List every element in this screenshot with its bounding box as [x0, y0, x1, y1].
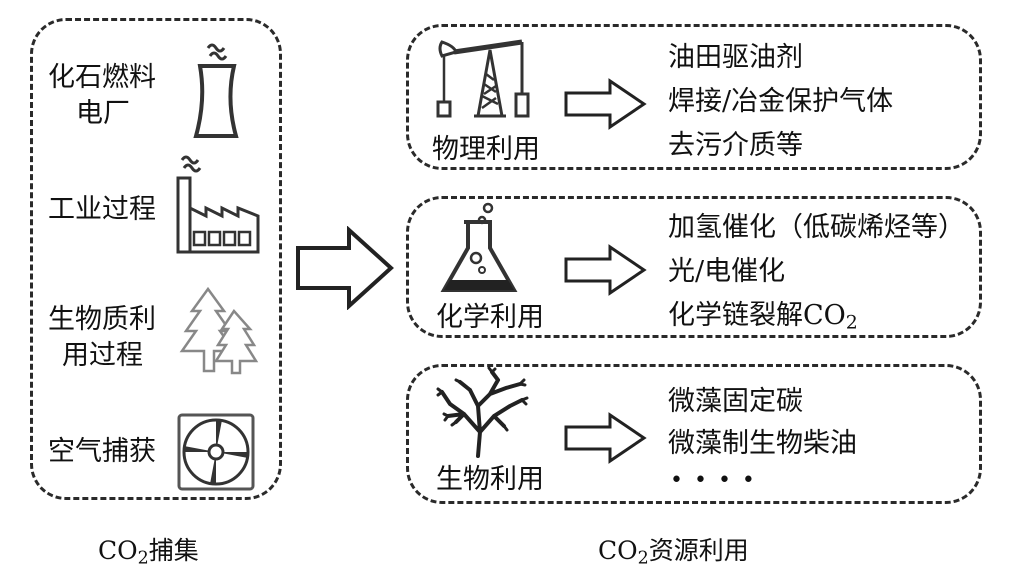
cooling-tower-icon	[193, 43, 239, 138]
physical-utilization-box	[406, 24, 982, 170]
big-arrow-icon	[296, 226, 394, 310]
utilization-caption-co: CO	[598, 536, 638, 565]
source-air-capture: 空气捕获	[48, 436, 156, 467]
biological-label: 生物利用	[436, 464, 544, 495]
chemical-item-1: 加氢催化（低碳烯烃等）	[668, 212, 965, 243]
chemical-utilization-box	[406, 196, 982, 338]
biological-item-ellipsis: • • • •	[670, 468, 757, 493]
utilization-caption: CO2资源利用	[598, 531, 749, 568]
physical-item-3: 去污介质等	[668, 130, 803, 161]
utilization-caption-suffix: 资源利用	[648, 536, 749, 565]
chemical-item-3-subscript: 2	[845, 311, 858, 334]
capture-caption-subscript: 2	[137, 548, 149, 569]
biological-item-2: 微藻制生物柴油	[668, 428, 857, 459]
flask-icon	[440, 202, 518, 292]
capture-box	[30, 18, 282, 500]
source-fossil-power-line2: 电厂	[76, 98, 130, 129]
biological-item-1: 微藻固定碳	[668, 386, 803, 417]
algae-icon	[436, 366, 529, 458]
source-fossil-power-line1: 化石燃料	[48, 62, 156, 93]
capture-caption-suffix: 捕集	[148, 536, 199, 565]
oil-pump-icon	[436, 39, 530, 118]
source-industrial-process: 工业过程	[48, 194, 156, 225]
capture-caption: CO2捕集	[98, 531, 199, 568]
source-biomass-line2: 用过程	[62, 340, 143, 371]
trees-icon	[179, 286, 259, 375]
chemical-label: 化学利用	[436, 302, 544, 333]
source-biomass-line1: 生物质利	[48, 304, 156, 335]
biological-utilization-box	[406, 364, 982, 504]
biological-arrow-icon	[564, 412, 647, 464]
physical-label: 物理利用	[432, 134, 540, 165]
chemical-arrow-icon	[564, 244, 647, 296]
factory-icon	[176, 155, 260, 254]
physical-item-1: 油田驱油剂	[668, 42, 803, 73]
physical-item-2: 焊接/冶金保护气体	[668, 86, 894, 117]
fan-icon	[177, 413, 255, 491]
capture-caption-co: CO	[98, 536, 138, 565]
chemical-item-2: 光/电催化	[668, 256, 786, 287]
utilization-caption-subscript: 2	[637, 548, 649, 569]
chemical-item-3-text: 化学链裂解CO	[668, 300, 846, 331]
chemical-item-3: 化学链裂解CO2	[668, 302, 858, 333]
physical-arrow-icon	[564, 78, 647, 130]
